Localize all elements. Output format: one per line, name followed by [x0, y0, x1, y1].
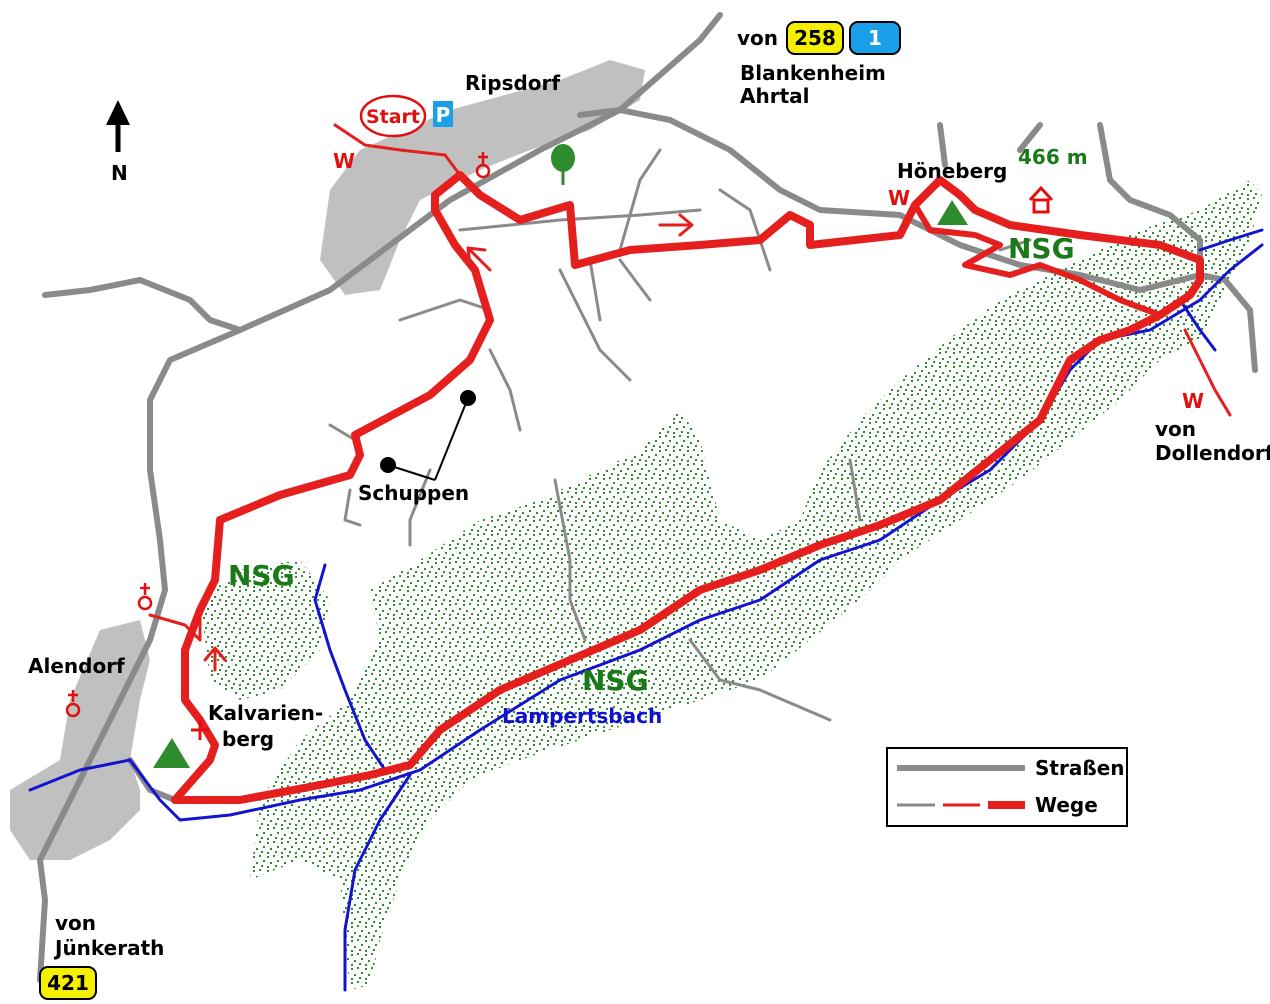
label-dollendorf: Dollendorf [1155, 441, 1270, 465]
road-badge-258-label: 258 [794, 26, 836, 50]
start-label: Start [366, 106, 420, 128]
route-main [171, 171, 1204, 804]
path-2 [398, 298, 492, 322]
path-6 [618, 148, 662, 252]
path-14 [848, 458, 862, 522]
hiking-route [148, 123, 1232, 804]
path-8 [488, 348, 522, 432]
label-schuppen: Schuppen [358, 481, 469, 505]
path-3 [588, 258, 602, 322]
road-badge-421 [39, 966, 97, 1000]
schuppen-markers [380, 390, 476, 481]
peak-icon-kalvarienberg [153, 738, 190, 768]
legend-roads-label: Straßen [1035, 756, 1125, 780]
road-badge-421-label: 421 [47, 971, 89, 995]
legend-box [886, 747, 1128, 827]
path-7 [718, 188, 772, 272]
route-arrows [203, 213, 694, 672]
tree-icon [551, 144, 575, 185]
route-thin-dollendorf [1183, 328, 1232, 417]
forest-main [250, 180, 1262, 990]
tributary-se [1178, 298, 1217, 352]
hut-icon [1028, 185, 1054, 214]
label-kalvarienberg-1: Kalvarien- [208, 701, 323, 725]
path-15 [998, 238, 1032, 252]
arrow-northwest [466, 246, 492, 272]
legend: Straßen Wege [886, 747, 1128, 827]
start-marker[interactable] [359, 94, 427, 138]
path-9 [328, 423, 357, 442]
label-nsg-south: NSG [582, 664, 649, 697]
label-nsg-west: NSG [228, 559, 295, 592]
road-north-spur-3 [1017, 122, 1043, 153]
label-blankenheim: Blankenheim [740, 61, 886, 85]
hut-marker-1 [460, 390, 476, 406]
label-von-top: von [737, 26, 778, 50]
peak-icon-honeberg [937, 200, 968, 225]
road-north-spur-2 [937, 122, 948, 168]
path-4 [558, 268, 632, 382]
parking-sign[interactable] [433, 101, 453, 127]
legend-paths-label: Wege [1035, 793, 1098, 817]
road-badge-1-label: 1 [868, 26, 882, 50]
label-kalvarienberg-2: berg [222, 727, 274, 751]
path-5 [618, 258, 652, 302]
hut-marker-2 [380, 457, 396, 473]
tributary-west [313, 563, 387, 772]
label-elevation: 466 m [1018, 145, 1088, 169]
route-honeberg-loop [912, 202, 1163, 318]
north-label: N [111, 161, 128, 185]
label-nsg-east: NSG [1008, 232, 1075, 265]
tributary-north [1198, 228, 1264, 252]
forest-areas [200, 180, 1262, 990]
label-junkerath: Jünkerath [53, 936, 164, 960]
label-von-right: von [1155, 417, 1196, 441]
church-icon-west [137, 583, 153, 611]
road-main-north [37, 12, 723, 863]
forest-upper-left [200, 560, 330, 700]
road-south-exit [37, 857, 48, 983]
church-icon-ripsdorf [475, 152, 491, 179]
road-east-a [577, 107, 1203, 293]
route-thin-start [333, 123, 462, 177]
w-marker-honeberg: W [888, 186, 910, 210]
w-marker-dollendorf: W [1182, 389, 1204, 413]
path-11 [408, 468, 432, 547]
path-13 [688, 638, 832, 722]
thin-paths [328, 148, 1032, 722]
label-ahrtal: Ahrtal [740, 84, 810, 108]
village-alendorf [10, 620, 150, 860]
road-badge-1 [849, 21, 901, 55]
label-ripsdorf: Ripsdorf [465, 71, 560, 95]
path-12 [553, 478, 587, 642]
arrow-north [203, 646, 227, 672]
tributary-south [343, 773, 412, 992]
label-von-bottom: von [55, 911, 96, 935]
cross-icon-kalvarienberg [191, 720, 209, 740]
north-arrow [106, 100, 130, 152]
label-honeberg: Höneberg [897, 159, 1007, 183]
label-lampertsbach: Lampertsbach [502, 704, 662, 728]
w-marker-start: W [333, 149, 355, 173]
road-west-branch [42, 277, 243, 333]
road-north-spur [1097, 122, 1203, 278]
label-alendorf: Alendorf [28, 654, 125, 678]
path-1 [458, 208, 702, 232]
road-badge-258 [786, 21, 844, 55]
route-thin-west-church [148, 608, 202, 642]
church-icon-alendorf [65, 690, 81, 718]
arrow-east [658, 213, 694, 237]
parking-label: P [436, 103, 451, 127]
road-east-b [1197, 272, 1258, 373]
path-10 [343, 488, 362, 527]
